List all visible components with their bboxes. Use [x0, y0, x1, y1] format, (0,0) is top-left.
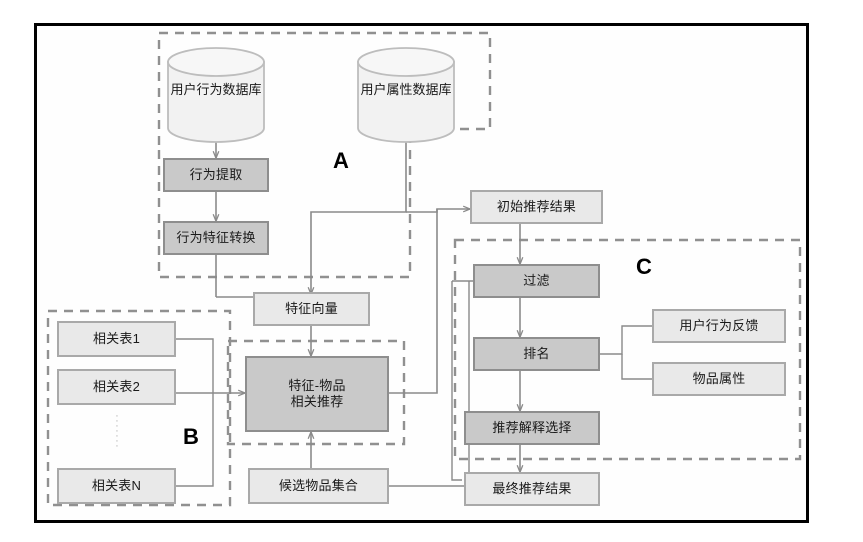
- relation-table-ellipsis: ·· ·· ·· ·: [115, 410, 119, 452]
- group-label-a: A: [333, 148, 349, 173]
- node-final-recommend-result[interactable]: 最终推荐结果: [464, 472, 600, 506]
- node-feature-vector[interactable]: 特征向量: [253, 292, 370, 326]
- node-behavior-feature-transform[interactable]: 行为特征转换: [163, 221, 269, 255]
- node-user-behavior-feedback[interactable]: 用户行为反馈: [652, 309, 786, 343]
- user-attribute-db-label: 用户属性数据库: [360, 82, 452, 97]
- node-recommend-explanation-select[interactable]: 推荐解释选择: [464, 411, 600, 445]
- node-filter[interactable]: 过滤: [473, 264, 600, 298]
- node-candidate-item-set[interactable]: 候选物品集合: [248, 468, 389, 504]
- user-behavior-db-label: 用户行为数据库: [170, 82, 262, 97]
- diagram-outer-frame: [34, 23, 809, 523]
- node-relation-table-1[interactable]: 相关表1: [57, 321, 176, 357]
- group-label-c: C: [636, 254, 652, 279]
- node-relation-table-n[interactable]: 相关表N: [57, 468, 176, 504]
- node-relation-table-2[interactable]: 相关表2: [57, 369, 176, 405]
- group-label-b: B: [183, 424, 199, 449]
- node-ranking[interactable]: 排名: [473, 337, 600, 371]
- node-feature-item-recommend[interactable]: 特征-物品 相关推荐: [245, 356, 389, 432]
- node-initial-recommend-result[interactable]: 初始推荐结果: [470, 190, 603, 224]
- node-item-attribute[interactable]: 物品属性: [652, 362, 786, 396]
- node-behavior-extraction[interactable]: 行为提取: [163, 158, 269, 192]
